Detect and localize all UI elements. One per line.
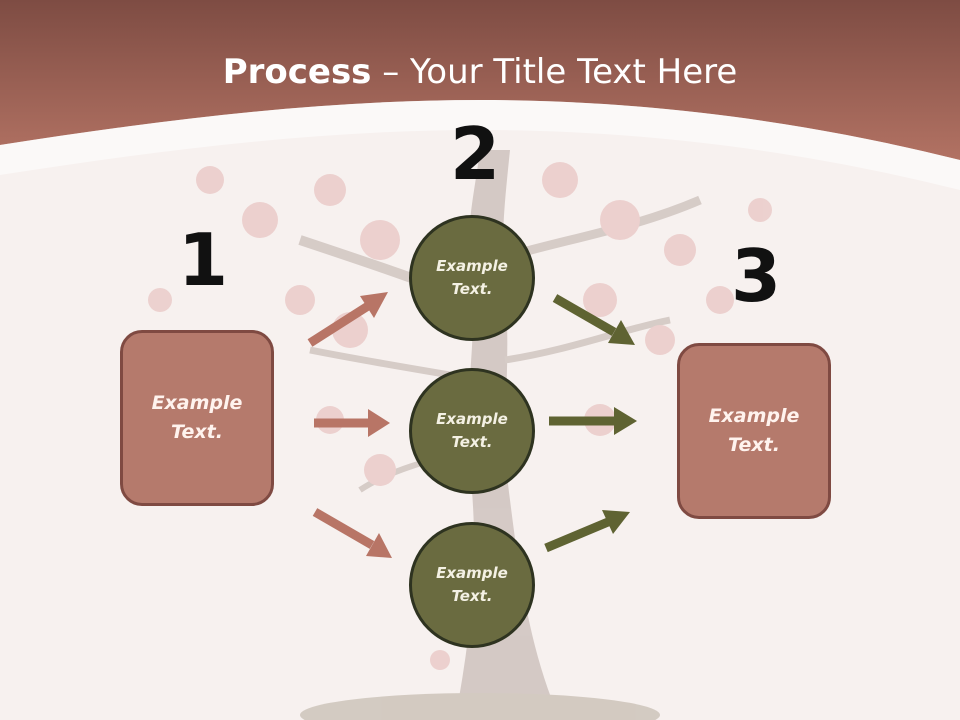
box-step-1-line2: Text. <box>171 421 223 443</box>
circle-top-line2: Text. <box>451 280 493 298</box>
circle-middle-line2: Text. <box>451 433 493 451</box>
header-band <box>0 0 960 160</box>
arrow-left-bottom <box>312 508 392 558</box>
box-step-1-line1: Example <box>151 392 243 414</box>
arrow-left-middle <box>314 409 390 437</box>
box-step-3-line2: Text. <box>728 434 780 456</box>
step-number-1: 1 <box>178 218 229 302</box>
circle-top[interactable]: Example Text. <box>409 215 535 341</box>
title-rest: – Your Title Text Here <box>371 52 738 92</box>
circle-middle[interactable]: Example Text. <box>409 368 535 494</box>
slide-title: Process – Your Title Text Here <box>0 52 960 92</box>
header-wave <box>0 100 960 190</box>
arrow-left-top <box>307 292 388 347</box>
circle-top-line1: Example <box>436 257 508 275</box>
arrow-right-top <box>552 294 635 345</box>
step-number-2: 2 <box>450 112 501 196</box>
circle-middle-line1: Example <box>436 410 508 428</box>
circle-bottom[interactable]: Example Text. <box>409 522 535 648</box>
box-step-3-line1: Example <box>708 405 800 427</box>
box-step-1[interactable]: Example Text. <box>120 330 274 506</box>
arrow-right-bottom <box>544 510 630 553</box>
circle-bottom-line2: Text. <box>451 587 493 605</box>
step-number-3: 3 <box>731 234 782 318</box>
arrow-right-middle <box>549 407 637 435</box>
box-step-3[interactable]: Example Text. <box>677 343 831 519</box>
circle-bottom-line1: Example <box>436 564 508 582</box>
title-strong: Process <box>222 52 372 92</box>
